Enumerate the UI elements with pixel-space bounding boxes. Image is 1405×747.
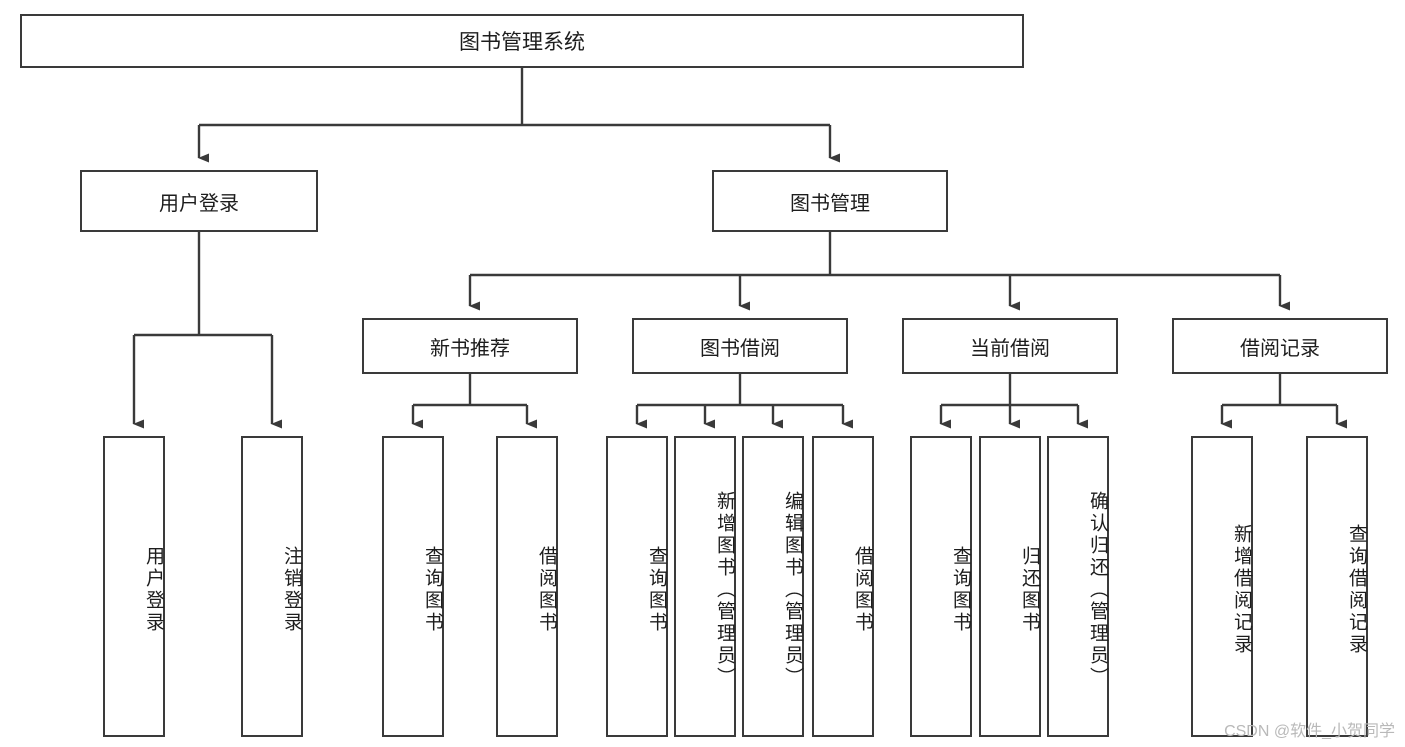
node-label: 图书管理系统 bbox=[459, 31, 585, 54]
node-label: 注销登录 bbox=[281, 545, 302, 634]
leaf-new-book-query[interactable]: 查询图书 bbox=[382, 436, 444, 737]
node-label: 借阅记录 bbox=[1240, 337, 1320, 360]
leaf-current-borrow-query[interactable]: 查询图书 bbox=[910, 436, 972, 737]
leaf-borrow-record-query[interactable]: 查询借阅记录 bbox=[1306, 436, 1368, 737]
node-book-borrow[interactable]: 图书借阅 bbox=[632, 318, 848, 374]
leaf-borrow-record-add[interactable]: 新增借阅记录 bbox=[1191, 436, 1253, 737]
leaf-book-borrow-borrow[interactable]: 借阅图书 bbox=[812, 436, 874, 737]
node-label: 图书借阅 bbox=[700, 337, 780, 360]
watermark-text: CSDN @软件_小贺同学 bbox=[1224, 723, 1395, 740]
node-label: 用户登录 bbox=[143, 545, 164, 634]
leaf-user-login-login[interactable]: 用户登录 bbox=[103, 436, 165, 737]
node-label: 查询图书 bbox=[950, 545, 971, 634]
node-label: 新增借阅记录 bbox=[1231, 523, 1252, 656]
node-root-system[interactable]: 图书管理系统 bbox=[20, 14, 1024, 68]
node-label: 查询图书 bbox=[422, 545, 443, 634]
leaf-book-borrow-add[interactable]: 新增图书（管理员） bbox=[674, 436, 736, 737]
node-label: 编辑图书（管理员） bbox=[782, 490, 803, 689]
node-user-login[interactable]: 用户登录 bbox=[80, 170, 318, 232]
node-label: 借阅图书 bbox=[852, 545, 873, 634]
leaf-new-book-borrow[interactable]: 借阅图书 bbox=[496, 436, 558, 737]
node-book-management[interactable]: 图书管理 bbox=[712, 170, 948, 232]
node-current-borrow[interactable]: 当前借阅 bbox=[902, 318, 1118, 374]
leaf-current-borrow-return[interactable]: 归还图书 bbox=[979, 436, 1041, 737]
node-borrow-record[interactable]: 借阅记录 bbox=[1172, 318, 1388, 374]
node-label: 新增图书（管理员） bbox=[714, 490, 735, 689]
leaf-user-login-logout[interactable]: 注销登录 bbox=[241, 436, 303, 737]
node-label: 查询图书 bbox=[646, 545, 667, 634]
node-label: 新书推荐 bbox=[430, 337, 510, 360]
node-label: 借阅图书 bbox=[536, 545, 557, 634]
node-label: 图书管理 bbox=[790, 192, 870, 215]
node-new-book-recommend[interactable]: 新书推荐 bbox=[362, 318, 578, 374]
node-label: 查询借阅记录 bbox=[1346, 523, 1367, 656]
leaf-book-borrow-edit[interactable]: 编辑图书（管理员） bbox=[742, 436, 804, 737]
node-label: 当前借阅 bbox=[970, 337, 1050, 360]
node-label: 归还图书 bbox=[1019, 545, 1040, 634]
node-label: 确认归还（管理员） bbox=[1087, 490, 1108, 689]
leaf-book-borrow-query[interactable]: 查询图书 bbox=[606, 436, 668, 737]
node-label: 用户登录 bbox=[159, 192, 239, 215]
leaf-current-borrow-confirm-return[interactable]: 确认归还（管理员） bbox=[1047, 436, 1109, 737]
